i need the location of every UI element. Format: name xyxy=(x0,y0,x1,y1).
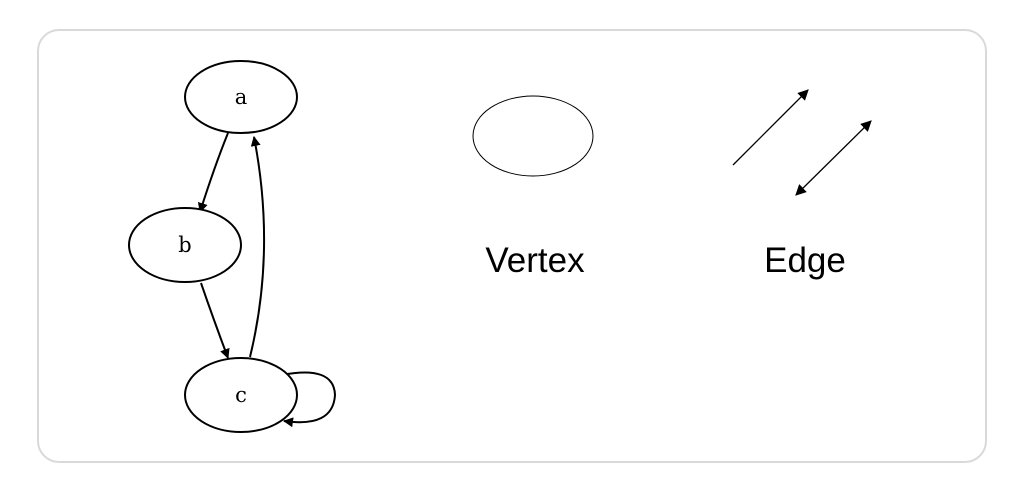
graph-node-c: c xyxy=(184,357,298,433)
edge-c-a xyxy=(249,136,266,358)
graph-edges xyxy=(197,132,337,428)
edge-a-b xyxy=(197,132,229,213)
graph-node-a: a xyxy=(184,60,298,134)
edge-c-c xyxy=(281,371,337,428)
node-c-label: c xyxy=(235,383,247,407)
vertex-legend-symbol xyxy=(472,95,594,177)
directed-edge-icon xyxy=(732,89,809,166)
edge-b-c xyxy=(200,282,230,359)
node-a-label: a xyxy=(235,85,248,109)
vertex-legend-label: Vertex xyxy=(485,241,585,280)
edge-legend-label: Edge xyxy=(764,241,846,280)
graph-node-b: b xyxy=(128,207,242,283)
node-b-label: b xyxy=(178,233,191,257)
edge-legend-symbol xyxy=(732,89,872,196)
bidirectional-edge-icon xyxy=(795,120,872,196)
